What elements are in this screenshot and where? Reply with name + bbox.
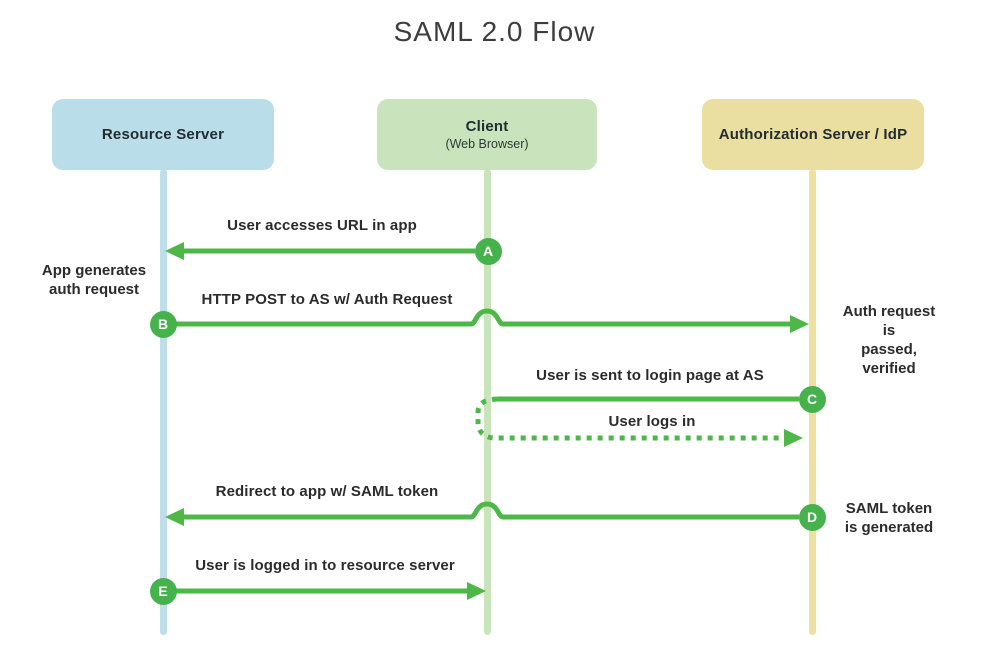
message-label-a: User accesses URL in app bbox=[227, 217, 417, 234]
message-label-d: Redirect to app w/ SAML token bbox=[215, 483, 439, 500]
actor-label-client: Client bbox=[465, 118, 509, 135]
message-label-c: User is sent to login page at AS bbox=[536, 367, 764, 384]
annotation-app-generates-auth-request: App generates auth request bbox=[41, 262, 147, 298]
arrow-d-head-left bbox=[165, 508, 184, 526]
actor-sublabel-client: (Web Browser) bbox=[445, 137, 529, 151]
actor-label-authorization-server: Authorization Server / IdP bbox=[718, 126, 908, 143]
actor-box-client: Client (Web Browser) bbox=[377, 99, 597, 170]
annotation-saml-token-generated: SAML token is generated bbox=[844, 500, 934, 536]
step-badge-b: B bbox=[149, 310, 177, 338]
lifeline-resource-server bbox=[159, 169, 167, 635]
actor-box-resource-server: Resource Server bbox=[52, 99, 274, 170]
arrow-d-line bbox=[182, 501, 799, 520]
arrow-b-head-right bbox=[790, 315, 809, 333]
step-badge-c: C bbox=[798, 385, 826, 413]
step-badge-d: D bbox=[798, 503, 826, 531]
actor-box-authorization-server: Authorization Server / IdP bbox=[702, 99, 924, 170]
actor-label-resource-server: Resource Server bbox=[101, 126, 225, 143]
message-label-b: HTTP POST to AS w/ Auth Request bbox=[201, 291, 453, 308]
step-badge-a: A bbox=[474, 237, 502, 265]
step-badge-e: E bbox=[149, 577, 177, 605]
message-label-c-login: User logs in bbox=[608, 413, 696, 430]
arrow-a-head-left bbox=[165, 242, 184, 260]
message-label-e: User is logged in to resource server bbox=[195, 557, 455, 574]
annotation-auth-request-passed-verified: Auth request is passed, verified bbox=[842, 303, 936, 377]
arrow-c-login-head-right bbox=[784, 429, 803, 447]
diagram-title: SAML 2.0 Flow bbox=[393, 16, 596, 47]
